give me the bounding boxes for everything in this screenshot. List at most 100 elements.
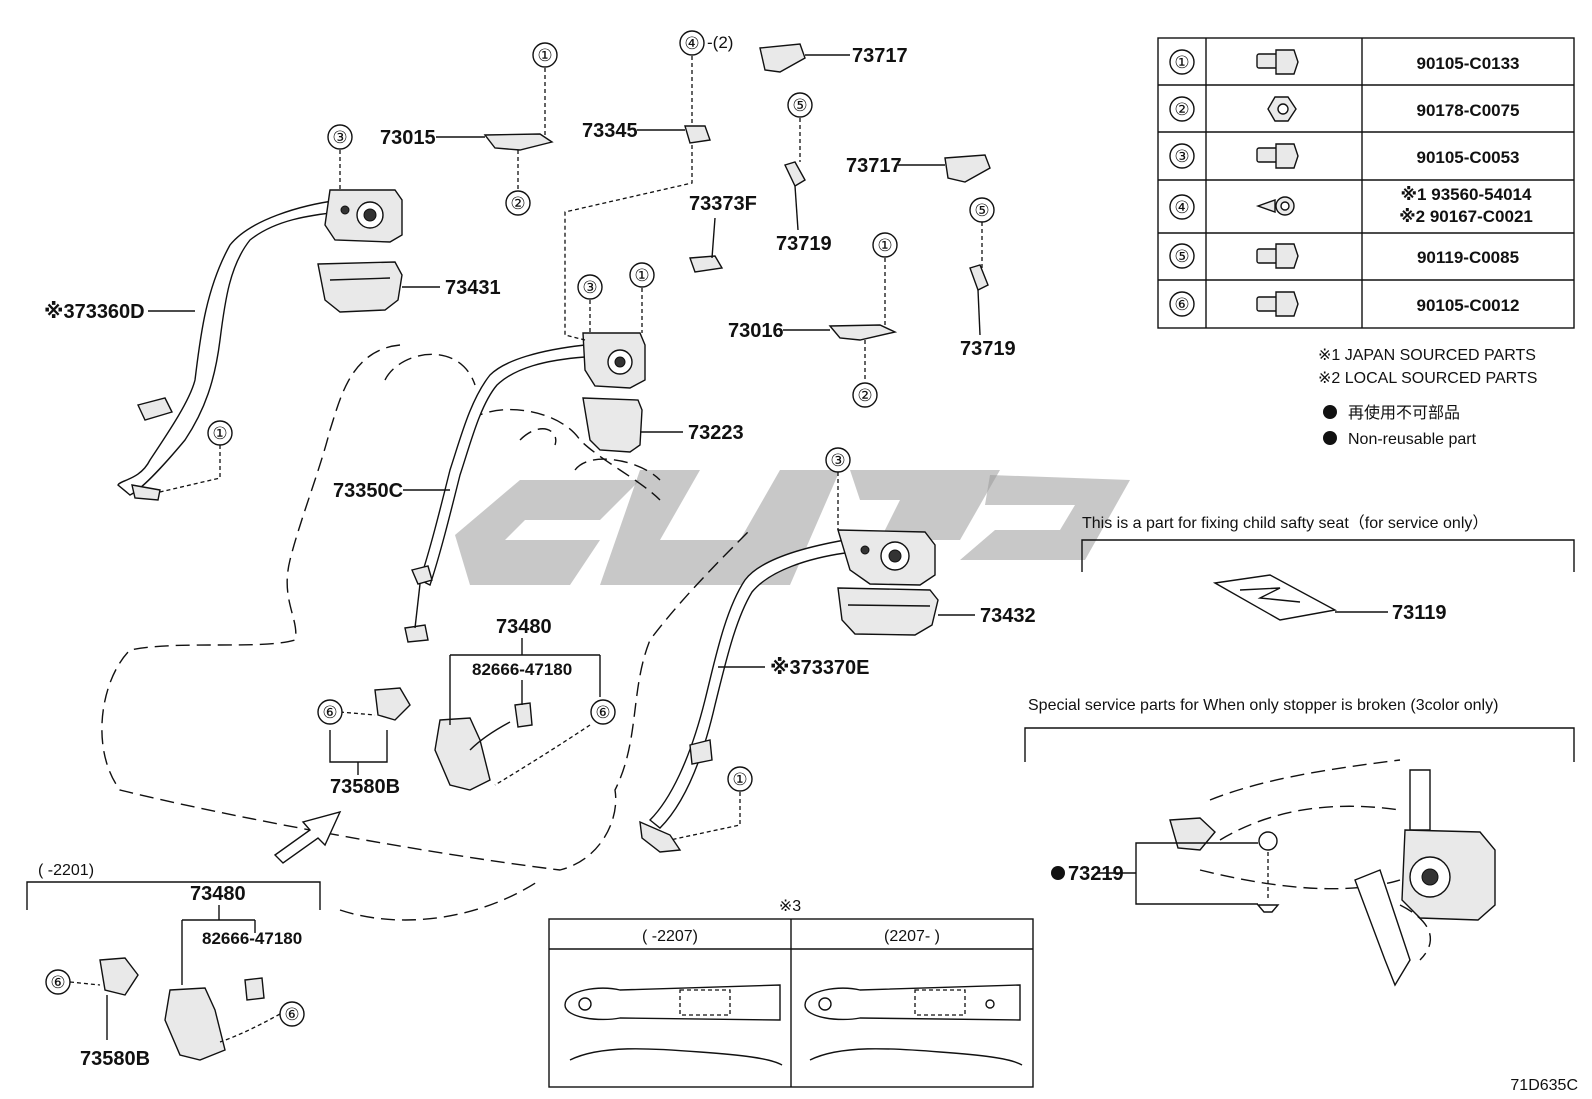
direction-arrow: [273, 810, 342, 864]
bolt-icon: [1256, 243, 1299, 269]
inset-callout-6-a: ⑥: [50, 973, 65, 992]
inset-bottom-left: ( -2201) 73480 82666-47180 ⑥ 73580B ⑥: [26, 862, 321, 1070]
plate-73119: [1212, 574, 1338, 621]
inset-col1-label: ( -2207): [642, 928, 698, 945]
label-73717-top: 73717: [852, 45, 908, 67]
svg-text:※2 90167-C0021: ※2 90167-C0021: [1399, 207, 1533, 226]
webbing-variant-1: [564, 984, 783, 1066]
callout-2-b-label: ②: [857, 386, 872, 405]
callout-4-label: ④: [684, 34, 699, 53]
label-73480: 73480: [496, 616, 552, 638]
label-73431: 73431: [445, 277, 501, 299]
buckle-73480: [374, 687, 533, 791]
svg-text:90178-C0075: 90178-C0075: [1416, 101, 1519, 120]
stopper-section: Special service parts for When only stop…: [1024, 697, 1575, 987]
guide-73719-left: [784, 161, 806, 187]
svg-text:⑤: ⑤: [1174, 247, 1189, 266]
callout-3-c-label: ③: [830, 451, 845, 470]
label-73360D: ※373360D: [44, 301, 145, 323]
cover-73717-mid: [944, 154, 991, 183]
callout-2-a-label: ②: [510, 194, 525, 213]
bracket-73016: [828, 324, 898, 341]
label-73373F: 73373F: [689, 193, 757, 215]
inset-label-82666: 82666-47180: [202, 929, 302, 948]
svg-text:90105-C0053: 90105-C0053: [1416, 148, 1519, 167]
retractor-stopper: [1401, 829, 1496, 921]
cover-73432: [837, 587, 939, 636]
watermark-logo: [455, 470, 1130, 585]
callout-3-a-label: ③: [332, 128, 347, 147]
label-73345: 73345: [582, 120, 638, 142]
legend-note-1: ※1 JAPAN SOURCED PARTS: [1318, 347, 1536, 364]
bolt-icon: [1256, 291, 1299, 317]
inset-label-73480: 73480: [190, 883, 246, 905]
fastener-row-1: ① 90105-C0133: [1169, 49, 1520, 75]
label-73370E: ※373370E: [770, 657, 870, 679]
stopper-caption: Special service parts for When only stop…: [1028, 697, 1498, 714]
webbing-variant-2: [804, 984, 1023, 1066]
label-73219: 73219: [1068, 863, 1124, 885]
fastener-table: ① 90105-C0133 ② 90178-C0075 ③ 90105-C005: [1157, 37, 1575, 329]
legend-nonreuse-jp: 再使用不可部品: [1348, 404, 1460, 422]
callout-circles: ① ② ④ -(2) ⑤ ① ② ⑤ ③ ① ③ ① ③ ① ⑥ ⑥: [207, 30, 995, 792]
nut-icon: [1267, 96, 1297, 122]
label-73580B: 73580B: [330, 776, 400, 798]
fastener-row-3: ③ 90105-C0053: [1169, 143, 1520, 169]
child-seat-section: This is a part for fixing child safty se…: [1081, 514, 1575, 624]
inset-webbing-variants: ※3 ( -2207) (2207- ): [548, 898, 1034, 1088]
label-82666-47180: 82666-47180: [472, 660, 572, 679]
callout-6-a-label: ⑥: [595, 703, 610, 722]
screw-icon: [1255, 196, 1295, 216]
label-73016: 73016: [728, 320, 784, 342]
fastener-row-2: ② 90178-C0075: [1169, 96, 1520, 122]
fastener-row-6: ⑥ 90105-C0012: [1169, 291, 1520, 317]
callout-5-a-label: ⑤: [792, 96, 807, 115]
bracket-73015: [483, 133, 554, 151]
legend-note-2: ※2 LOCAL SOURCED PARTS: [1318, 370, 1537, 387]
seatbelt-73360D: [117, 189, 403, 501]
svg-text:※1 93560-54014: ※1 93560-54014: [1401, 185, 1532, 204]
callout-4-note: -(2): [707, 33, 733, 52]
label-73432: 73432: [980, 605, 1036, 627]
retractor-73370E: [837, 529, 936, 586]
label-73717-mid: 73717: [846, 155, 902, 177]
cover-73223: [582, 397, 643, 453]
legend-nonreuse-en: Non-reusable part: [1348, 431, 1477, 448]
callout-1-a: [532, 42, 558, 68]
label-73719-left: 73719: [776, 233, 832, 255]
retractor-73360D: [324, 189, 403, 243]
fastener-row-5: ⑤ 90119-C0085: [1169, 243, 1519, 269]
bracket-73345: [684, 125, 711, 144]
callout-6-b-label: ⑥: [322, 703, 337, 722]
nonreusable-dot-icon: [1323, 405, 1337, 419]
inset-callout-6-b: ⑥: [284, 1005, 299, 1024]
label-73119: 73119: [1392, 602, 1447, 624]
svg-text:②: ②: [1174, 100, 1189, 119]
diagram-id: 71D635C: [1510, 1077, 1578, 1094]
retractor-73350C: [582, 332, 646, 389]
inset-col2-label: (2207- ): [884, 928, 940, 945]
label-73015: 73015: [380, 127, 436, 149]
bolt-icon: [1256, 143, 1299, 169]
seatbelt-73370E: [639, 529, 936, 853]
callout-1-d-label: ①: [634, 266, 649, 285]
legend: ※1 JAPAN SOURCED PARTS ※2 LOCAL SOURCED …: [1318, 347, 1537, 448]
cover-73717-top: [759, 43, 806, 73]
leaders: [148, 54, 983, 841]
seat-outline: [101, 344, 751, 921]
inset-label-73580B: 73580B: [80, 1048, 150, 1070]
callout-1-b-label: ①: [877, 236, 892, 255]
cover-73431: [317, 261, 403, 313]
callout-1-e-label: ①: [732, 770, 747, 789]
svg-text:90119-C0085: 90119-C0085: [1417, 248, 1519, 267]
nonreusable-dot-icon: [1051, 866, 1065, 880]
callout-5-b-label: ⑤: [974, 201, 989, 220]
svg-text:90105-C0133: 90105-C0133: [1416, 54, 1519, 73]
svg-text:⑥: ⑥: [1174, 295, 1189, 314]
svg-text:③: ③: [1174, 147, 1189, 166]
seatbelt-73350C: [404, 332, 646, 643]
svg-text:90105-C0012: 90105-C0012: [1416, 296, 1519, 315]
stopper-button-icon: [1256, 831, 1280, 913]
inset-buckle: [99, 957, 265, 1061]
